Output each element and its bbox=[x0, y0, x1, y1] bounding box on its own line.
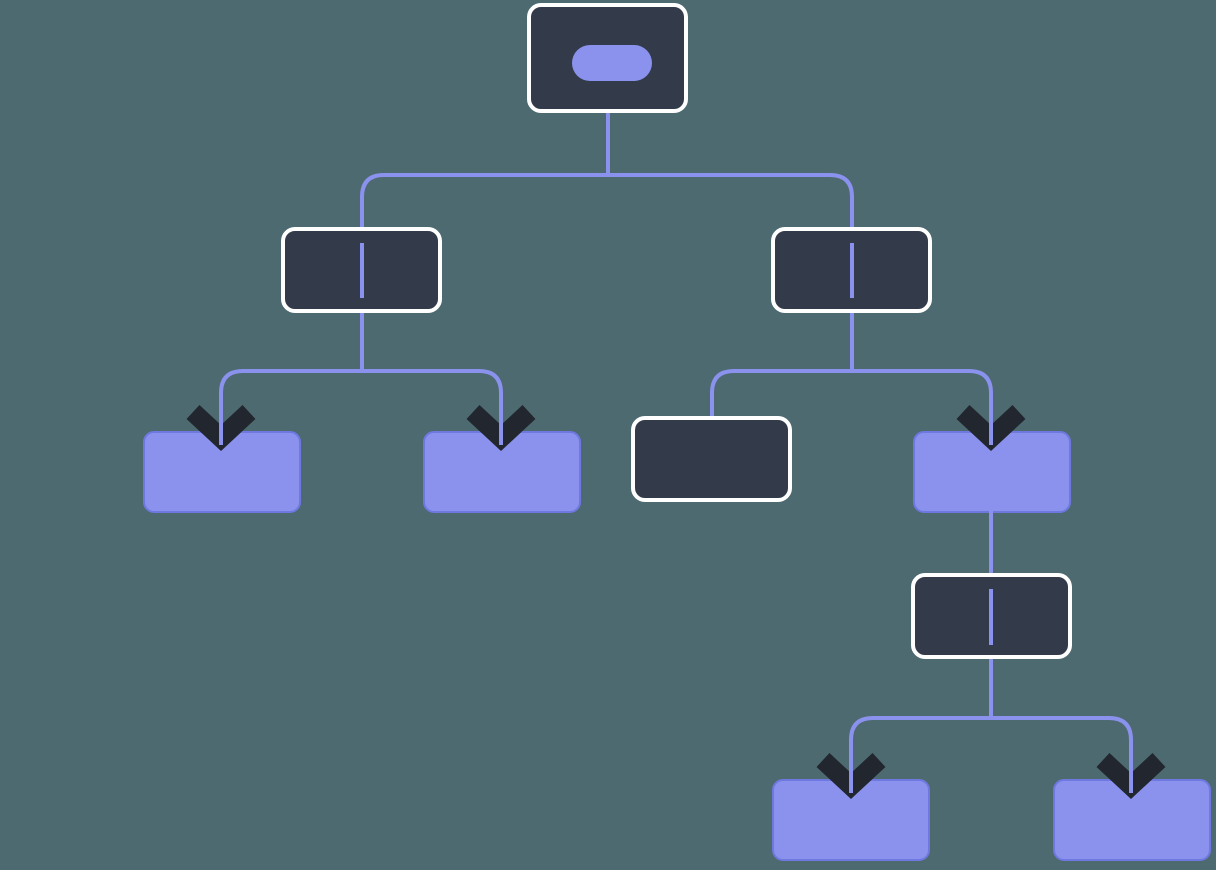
node-l1-left[interactable] bbox=[281, 227, 442, 313]
root-pill-icon bbox=[572, 45, 652, 81]
node-l2-c[interactable] bbox=[631, 416, 792, 502]
edge-root-to-l1-left bbox=[360, 173, 608, 231]
edge-root-to-l1-right bbox=[608, 173, 854, 231]
node-l1-right[interactable] bbox=[771, 227, 932, 313]
edge-l1-left-to-l2-a bbox=[219, 369, 362, 432]
node-l2-a[interactable] bbox=[143, 431, 301, 513]
edge-l3-a-to-l4-b bbox=[991, 716, 1133, 780]
edge-l1-right-to-l2-c bbox=[710, 369, 852, 418]
edge-l1-left-to-l2-b bbox=[362, 369, 503, 432]
node-l2-b[interactable] bbox=[423, 431, 581, 513]
node-l2-d[interactable] bbox=[913, 431, 1071, 513]
node-l3-a[interactable] bbox=[911, 573, 1072, 659]
edge-l1-right-to-l2-d bbox=[852, 369, 993, 432]
node-root[interactable] bbox=[527, 3, 688, 113]
node-l4-b[interactable] bbox=[1053, 779, 1211, 861]
edge-l3-a-to-l4-a bbox=[849, 716, 991, 780]
node-l4-a[interactable] bbox=[772, 779, 930, 861]
